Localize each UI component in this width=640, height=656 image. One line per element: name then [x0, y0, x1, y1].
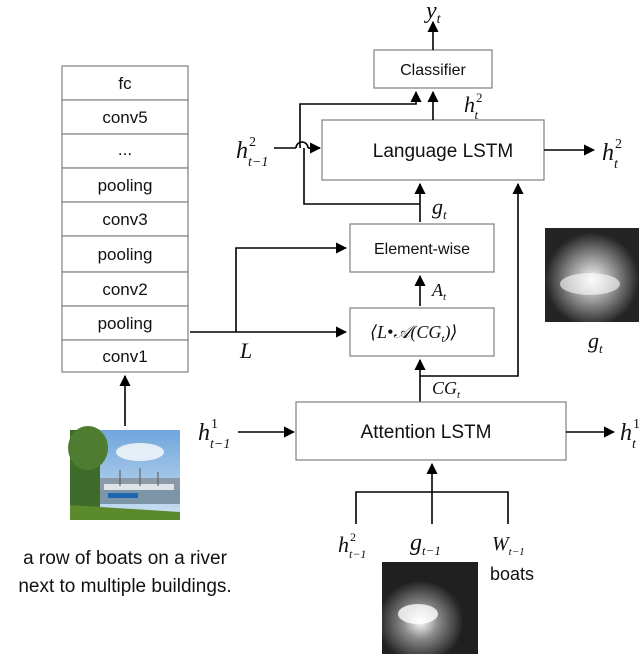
- cnn-layer-label: pooling: [98, 176, 153, 195]
- attention-lstm-label: Attention LSTM: [361, 422, 492, 443]
- caption-line-2: next to multiple buildings.: [18, 576, 231, 597]
- cnn-layer-label: pooling: [98, 245, 153, 264]
- element-wise-box: [349, 223, 495, 273]
- l-label: L: [239, 338, 252, 363]
- cnn-layer-label: pooling: [98, 314, 153, 333]
- cnn-layer-pooling: [61, 305, 189, 341]
- attention-lstm-box: [295, 401, 567, 461]
- attention-op-label: ⟨L•𝒜(CGt)⟩: [370, 322, 457, 345]
- a-t-label: At: [431, 280, 447, 303]
- cnn-stack: fc conv5 ... pooling conv3 pooling conv2…: [61, 65, 189, 373]
- attention-map-prev: [382, 562, 478, 654]
- element-wise-label: Element-wise: [374, 241, 470, 258]
- cnn-layer-fc: [61, 65, 189, 101]
- language-lstm-label: Language LSTM: [373, 141, 514, 162]
- classifier-box: [373, 49, 493, 89]
- w-t-1-bottom: Wt−1: [492, 533, 525, 558]
- g-t-label: gt: [432, 194, 447, 222]
- attention-map-current: [545, 228, 639, 322]
- cnn-layer-label: conv5: [102, 108, 147, 127]
- cnn-layer-pooling: [61, 167, 189, 203]
- cg-t-label: CGt: [432, 378, 461, 401]
- classifier-label: Classifier: [400, 62, 466, 79]
- input-photo: [68, 426, 180, 520]
- caption-line-1: a row of boats on a river: [23, 548, 227, 569]
- g-t-right-caption: gt: [588, 328, 603, 356]
- word-boats: boats: [490, 564, 534, 584]
- cnn-layer-conv1: [61, 339, 189, 373]
- cnn-layer-label: fc: [118, 74, 132, 93]
- g-t-1-bottom: gt−1: [410, 530, 441, 558]
- language-lstm-box: [321, 119, 545, 181]
- cnn-layer-label: conv2: [102, 280, 147, 299]
- output-y: yt: [424, 0, 442, 27]
- cnn-layer-label: ...: [118, 140, 132, 159]
- cnn-layer-conv5: [61, 99, 189, 135]
- cnn-layer-label: conv3: [102, 210, 147, 229]
- cnn-layer-pooling: [61, 235, 189, 273]
- cnn-layer-label: conv1: [102, 347, 147, 366]
- attention-op-box: [349, 307, 495, 357]
